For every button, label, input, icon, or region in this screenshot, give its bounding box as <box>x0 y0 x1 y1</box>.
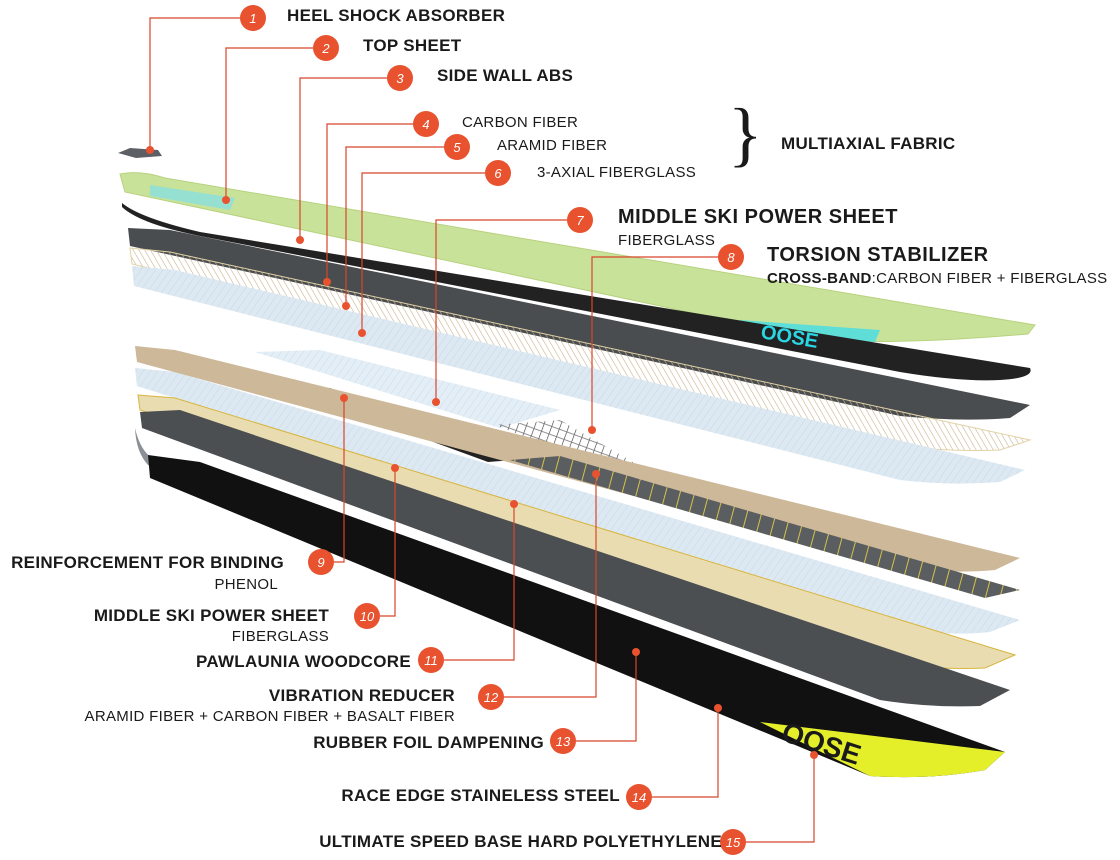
callout-badge-1: 1 <box>240 5 266 31</box>
leader-dots <box>146 146 818 759</box>
callout-badge-14: 14 <box>626 784 652 810</box>
label-woodcore: PAWLAUNIA WOODCORE <box>195 652 411 671</box>
svg-text:8: 8 <box>727 250 735 265</box>
label-middle-power-sheet-bottom-sub: FIBERGLASS <box>231 628 329 645</box>
svg-text:7: 7 <box>576 213 584 228</box>
callout-badge-9: 9 <box>308 549 334 575</box>
svg-text:6: 6 <box>494 166 502 181</box>
label-vibration-reducer: VIBRATION REDUCER <box>268 686 455 705</box>
callout-badge-6: 6 <box>485 160 511 186</box>
svg-text:15: 15 <box>726 835 741 850</box>
label-aramid-fiber: ARAMID FIBER <box>497 137 608 154</box>
label-middle-power-sheet-bottom: MIDDLE SKI POWER SHEET <box>93 606 329 625</box>
svg-text:10: 10 <box>360 609 375 624</box>
callout-badge-11: 11 <box>418 647 444 673</box>
label-base: ULTIMATE SPEED BASE HARD POLYETHYLENE <box>319 832 722 851</box>
callout-badge-8: 8 <box>718 244 744 270</box>
callout-badge-5: 5 <box>444 134 470 160</box>
callout-badge-7: 7 <box>567 207 593 233</box>
svg-text:12: 12 <box>484 690 499 705</box>
label-rubber-foil: RUBBER FOIL DAMPENING <box>313 733 544 752</box>
callout-badge-15: 15 <box>720 829 746 855</box>
callout-badges: 1 2 3 4 5 6 7 8 9 10 11 12 13 14 15 <box>240 5 746 855</box>
label-side-wall-abs: SIDE WALL ABS <box>437 66 574 85</box>
callout-badge-2: 2 <box>313 35 339 61</box>
heel-shock-absorber-layer <box>118 148 162 158</box>
svg-text:2: 2 <box>321 41 330 56</box>
label-middle-power-sheet-top-sub: FIBERGLASS <box>618 232 716 249</box>
label-multiaxial-fabric: MULTIAXIAL FABRIC <box>781 134 956 153</box>
label-torsion-stabilizer: TORSION STABILIZER <box>767 244 989 266</box>
label-vibration-reducer-sub: ARAMID FIBER + CARBON FIBER + BASALT FIB… <box>84 708 455 725</box>
callout-badge-13: 13 <box>550 728 576 754</box>
svg-text:14: 14 <box>632 790 646 805</box>
label-binding-reinforcement: REINFORCEMENT FOR BINDING <box>11 553 284 572</box>
svg-text:5: 5 <box>453 140 461 155</box>
leader-lines <box>149 17 815 843</box>
callout-badge-12: 12 <box>478 684 504 710</box>
svg-text:1: 1 <box>249 11 256 26</box>
label-middle-power-sheet-top: MIDDLE SKI POWER SHEET <box>618 206 898 228</box>
svg-text:3: 3 <box>396 71 404 86</box>
vibration-reducer-layer <box>510 456 1020 598</box>
svg-text:13: 13 <box>556 734 571 749</box>
multiaxial-brace: } <box>728 94 763 174</box>
label-carbon-fiber: CARBON FIBER <box>462 114 579 131</box>
callout-badge-3: 3 <box>387 65 413 91</box>
label-heel-shock-absorber: HEEL SHOCK ABSORBER <box>287 6 506 25</box>
label-3axial-fiberglass: 3-AXIAL FIBERGLASS <box>537 164 697 181</box>
base-polyethylene-layer <box>148 455 1005 778</box>
base-graphic <box>760 722 1005 778</box>
carbon-fiber-layer <box>128 228 1030 420</box>
label-binding-reinforcement-sub: PHENOL <box>214 576 278 593</box>
svg-text:9: 9 <box>317 555 324 570</box>
label-top-sheet: TOP SHEET <box>363 36 462 55</box>
side-wall-abs-layer <box>122 203 1031 381</box>
callout-badge-4: 4 <box>413 111 439 137</box>
cross-band-bold: CROSS-BAND <box>767 270 872 287</box>
svg-text:4: 4 <box>422 117 429 132</box>
rubber-foil-dampening-layer <box>140 410 1010 707</box>
cross-band-rest: :CARBON FIBER + FIBERGLASS <box>871 270 1108 287</box>
label-torsion-stabilizer-sub: CROSS-BAND:CARBON FIBER + FIBERGLASS <box>767 270 1107 287</box>
label-race-edge: RACE EDGE STAINELESS STEEL <box>341 786 620 805</box>
callout-badge-10: 10 <box>354 603 380 629</box>
svg-text:11: 11 <box>424 653 438 668</box>
